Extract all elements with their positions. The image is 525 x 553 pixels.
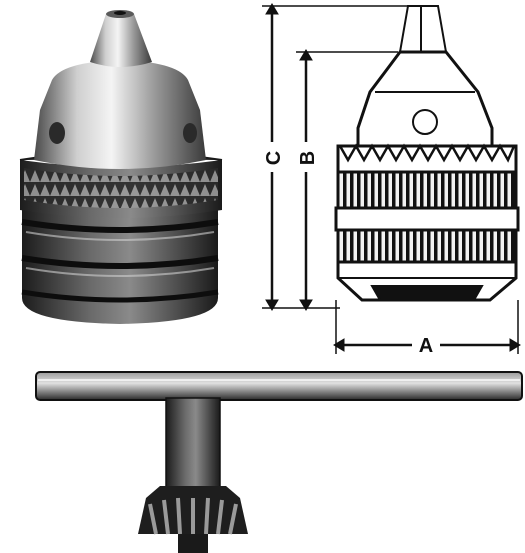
chuck-key-icon: [35, 371, 523, 553]
drill-chuck-drawing-icon: [334, 5, 520, 302]
dimension-lines: [262, 3, 521, 354]
dimension-label-b: B: [297, 151, 319, 165]
drill-chuck-photo-icon: [19, 10, 223, 324]
dimension-label-c: C: [263, 151, 285, 165]
dimension-label-a: A: [419, 335, 433, 357]
